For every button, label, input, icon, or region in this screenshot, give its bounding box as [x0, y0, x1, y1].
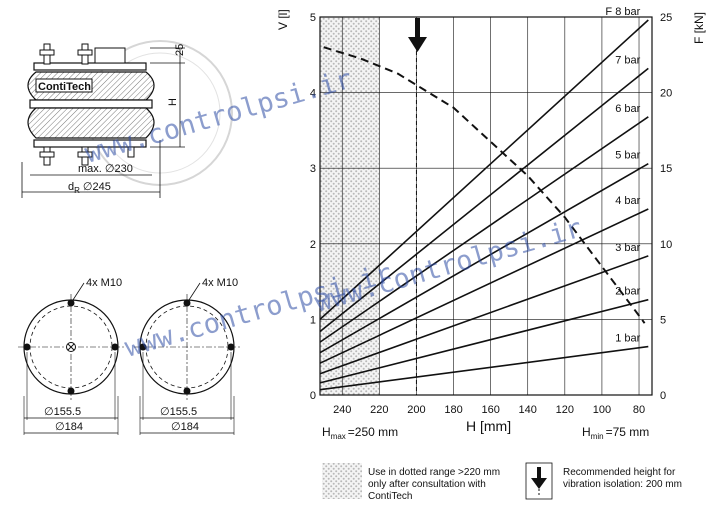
- x-tick-label: 160: [481, 404, 499, 416]
- series-label: 4 bar: [615, 195, 640, 207]
- chart-grid: [320, 17, 652, 395]
- x-axis-title: H [mm]: [466, 418, 511, 434]
- force-curve: [319, 345, 649, 391]
- force-curve: [319, 255, 649, 375]
- legend-arrow-icon: [537, 467, 541, 480]
- x-tick-label: 100: [593, 404, 611, 416]
- y-left-tick-label: 5: [310, 12, 316, 24]
- y-right-tick-label: 25: [660, 12, 672, 24]
- x-tick-label: 120: [556, 404, 574, 416]
- force-curve: [319, 298, 649, 384]
- h-min-label: Hmin=75 mm: [582, 425, 649, 441]
- bolt-hole-icon: [111, 343, 119, 351]
- od-label-left: ∅184: [55, 421, 83, 433]
- dr-diameter-label: dR∅245: [68, 181, 111, 195]
- series-label: 3 bar: [615, 242, 640, 254]
- dim-h-label: H: [167, 98, 179, 106]
- force-volume-chart: 240 220 200 180 160 140 120 100 80 0 1 2 3 4 5 0 5 10 15 20…: [276, 6, 706, 441]
- x-tick-label: 180: [444, 404, 462, 416]
- brand-text: ContiTech: [38, 81, 91, 93]
- bolt-label-right: 4x M10: [202, 277, 238, 289]
- od-label-right: ∅184: [171, 421, 199, 433]
- y-right-tick-label: 10: [660, 239, 672, 251]
- legend-arrow: Recommended height for vibration isolati…: [525, 462, 682, 500]
- side-view-drawing: ContiTech 25 H max. ∅230 dR∅245: [21, 40, 233, 198]
- chart-ticks: 240 220 200 180 160 140 120 100 80 0 1 2 3 4 5 0 5 10 15 20…: [310, 12, 672, 416]
- plot-frame: [319, 16, 653, 396]
- force-curve: [319, 116, 649, 343]
- x-tick-label: 200: [407, 404, 425, 416]
- legend-dotted-text: Use in dotted range >220 mm only after c…: [368, 467, 503, 502]
- force-curve: [319, 163, 649, 354]
- y-right-tick-label: 0: [660, 390, 666, 402]
- bolt-hole-icon: [227, 343, 235, 351]
- series-label: 6 bar: [615, 103, 640, 115]
- bottom-plate: [33, 139, 147, 148]
- series-label: 2 bar: [615, 286, 640, 298]
- force-curve: [319, 67, 649, 333]
- dim-25-label: 25: [174, 44, 186, 56]
- volume-curve: [323, 46, 646, 324]
- y-right-tick-label: 15: [660, 163, 672, 175]
- y-right-tick-label: 20: [660, 88, 672, 100]
- bottom-view-left: 4x M10 ∅155.5 ∅184: [18, 277, 124, 435]
- lower-bellow: [27, 107, 155, 139]
- bottom-view-right: 4x M10 ∅155.5 ∅184: [134, 277, 240, 435]
- bolt-hole-icon: [183, 387, 191, 395]
- force-curve: [319, 208, 649, 364]
- y-left-tick-label: 3: [310, 163, 316, 175]
- y-left-axis-title: V [l]: [276, 9, 290, 30]
- series-labels: 1 bar 2 bar 3 bar 4 bar 5 bar 6 bar 7 bar F 8 b…: [605, 6, 640, 345]
- h-max-label: Hmax=250 mm: [322, 425, 398, 441]
- series-label: F 8 bar: [605, 6, 640, 18]
- y-left-tick-label: 1: [310, 314, 316, 326]
- pcd-label-right: ∅155.5: [160, 406, 197, 418]
- bolt-hole-icon: [139, 343, 147, 351]
- bolt-label-left: 4x M10: [86, 277, 122, 289]
- dotted-range-zone: [320, 17, 380, 395]
- y-right-axis-title: F [kN]: [692, 12, 706, 44]
- bolt-hole-icon: [23, 343, 31, 351]
- y-left-tick-label: 4: [310, 88, 316, 100]
- top-plate: [33, 62, 147, 71]
- series-label: 1 bar: [615, 333, 640, 345]
- x-tick-label: 140: [519, 404, 537, 416]
- chart-series: [319, 19, 649, 395]
- brand-label: [35, 78, 93, 93]
- x-tick-label: 80: [633, 404, 645, 416]
- bolt-hole-icon: [67, 387, 75, 395]
- pcd-label-left: ∅155.5: [44, 406, 81, 418]
- max-diameter-label: max. ∅230: [78, 163, 133, 175]
- x-tick-label: 220: [370, 404, 388, 416]
- legend-arrow-text: Recommended height for vibration isolati…: [563, 467, 682, 490]
- y-left-tick-label: 0: [310, 390, 316, 402]
- series-label: 7 bar: [615, 54, 640, 66]
- y-left-tick-label: 2: [310, 239, 316, 251]
- x-tick-label: 240: [333, 404, 351, 416]
- force-curve: [319, 19, 649, 320]
- series-label: 5 bar: [615, 150, 640, 162]
- girdle-ring: [29, 99, 153, 109]
- legend-dotted: Use in dotted range >220 mm only after c…: [322, 463, 503, 502]
- y-right-tick-label: 5: [660, 314, 666, 326]
- recommended-height-arrow-icon: [408, 18, 427, 52]
